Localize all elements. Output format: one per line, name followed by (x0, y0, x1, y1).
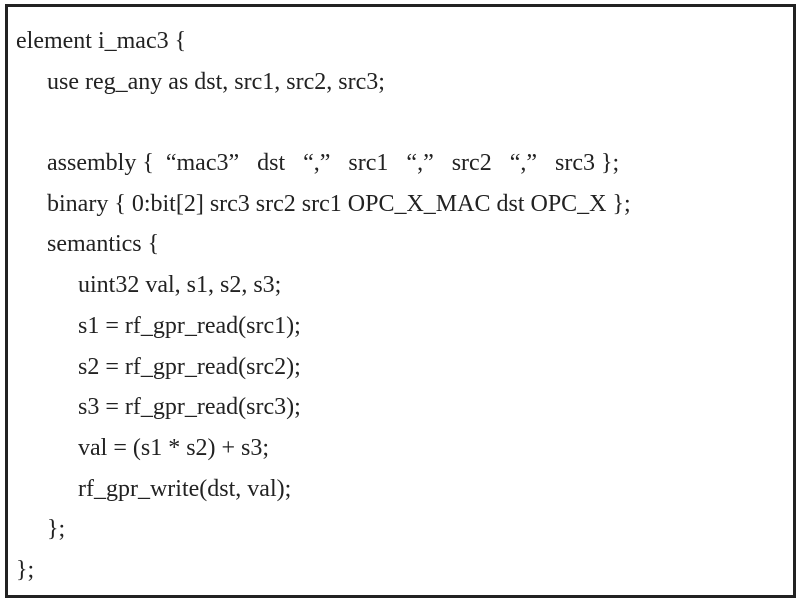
code-line-blank (16, 106, 785, 147)
code-line-var-decl: uint32 val, s1, s2, s3; (78, 272, 282, 299)
code-line-semantics-close: }; (47, 516, 66, 543)
code-line-assembly: assembly { “mac3” dst “,” src1 “,” src2 … (47, 150, 620, 177)
code-line-read-s1: s1 = rf_gpr_read(src1); (78, 312, 301, 339)
code-line-read-s3: s3 = rf_gpr_read(src3); (78, 394, 301, 421)
code-line-element-close: }; (16, 556, 35, 583)
code-line-binary: binary { 0:bit[2] src3 src2 src1 OPC_X_M… (47, 190, 631, 217)
code-line-read-s2: s2 = rf_gpr_read(src2); (78, 353, 301, 380)
code-line-mac-compute: val = (s1 * s2) + s3; (78, 434, 270, 461)
code-line-element-decl: element i_mac3 { (16, 28, 187, 54)
code-line-semantics-open: semantics { (47, 231, 160, 258)
code-line-use-reg: use reg_any as dst, src1, src2, src3; (47, 68, 385, 95)
code-listing: element i_mac3 { use reg_any as dst, src… (16, 25, 785, 595)
code-line-write-dst: rf_gpr_write(dst, val); (78, 475, 292, 502)
code-listing-frame: element i_mac3 { use reg_any as dst, src… (5, 4, 796, 598)
